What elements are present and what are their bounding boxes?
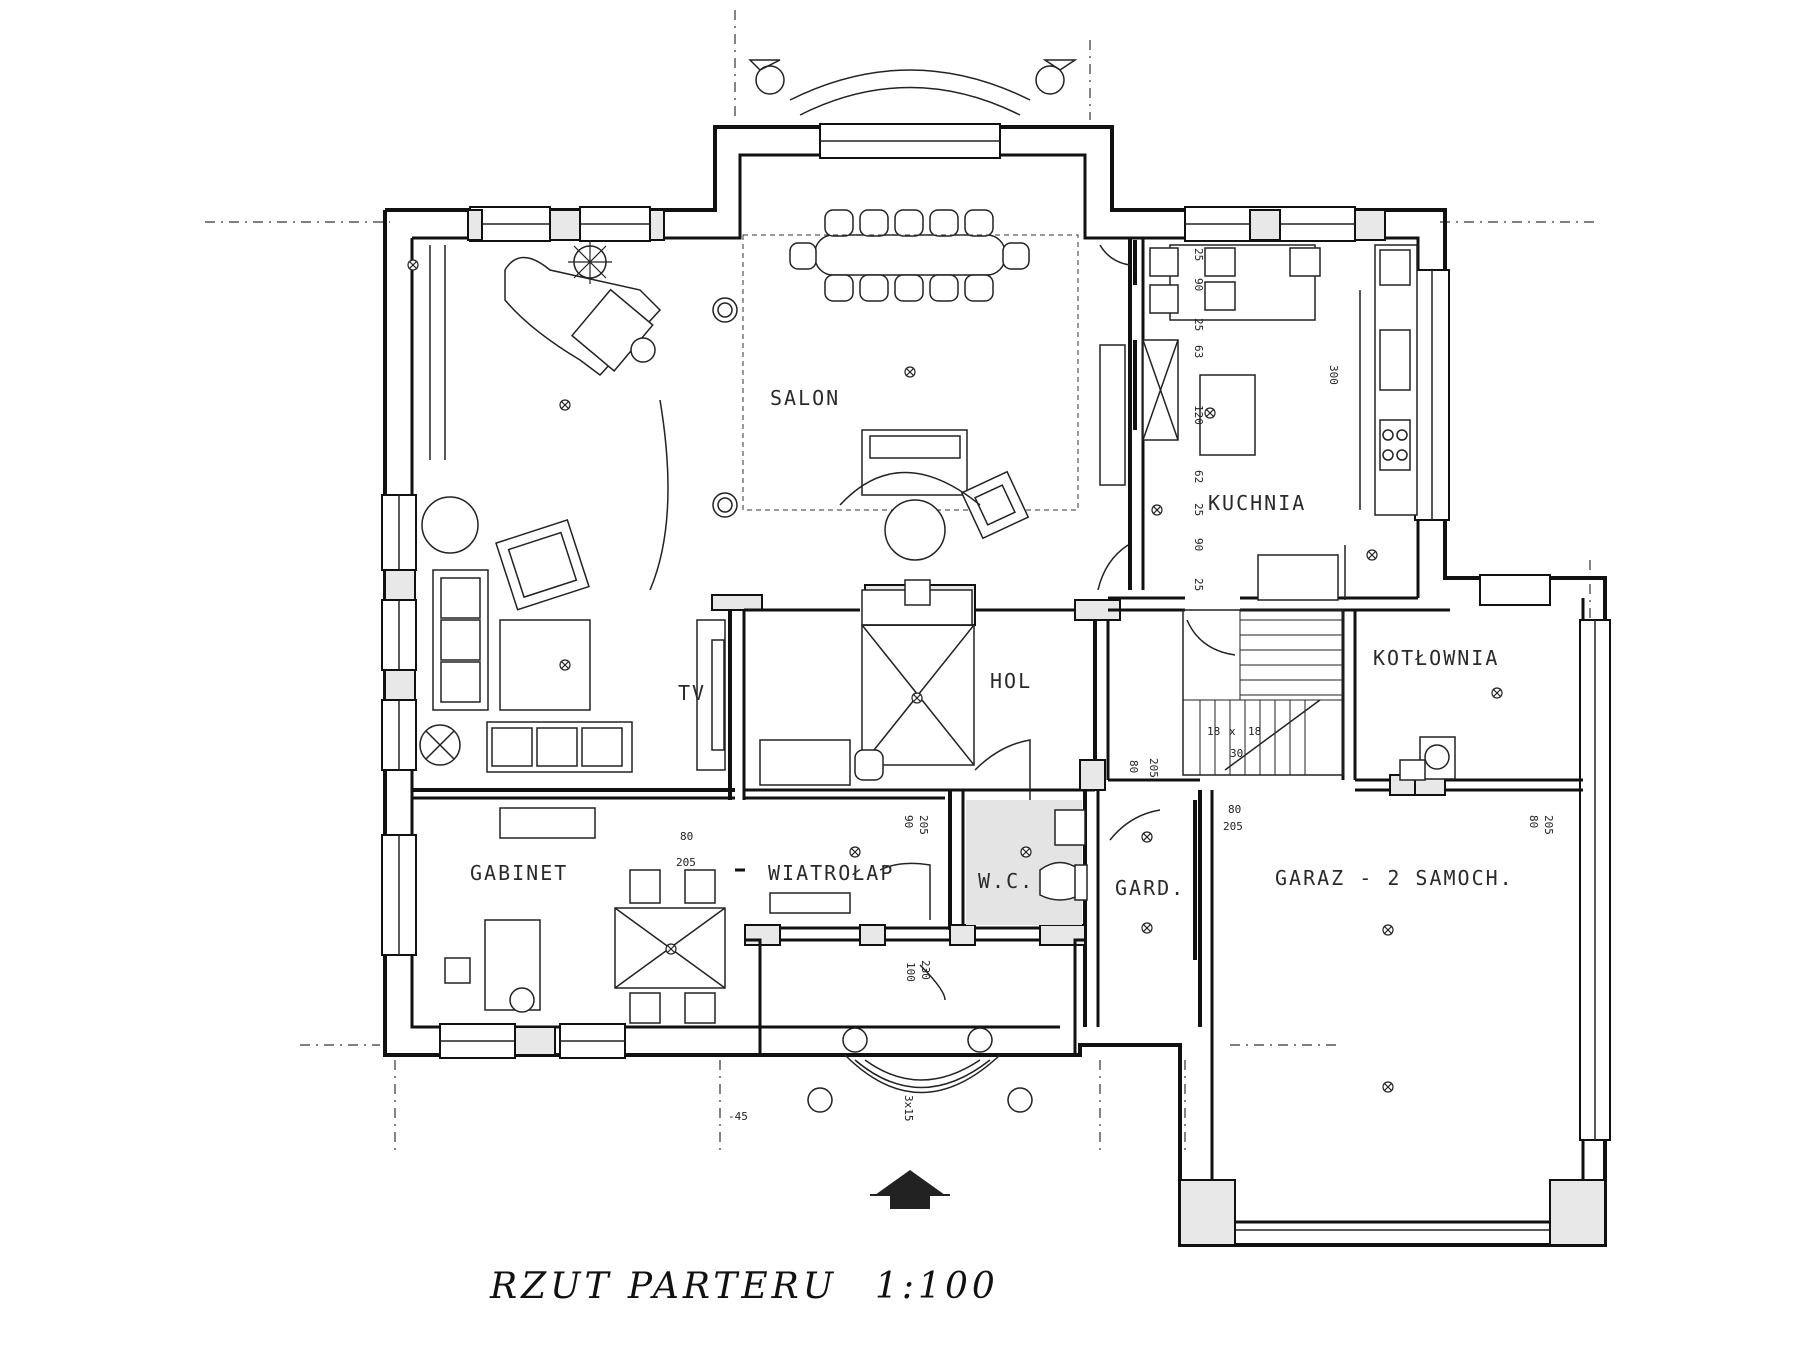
dim-k5: 120 [1192, 405, 1205, 425]
outer-walls [383, 125, 1607, 1247]
dim-counter: 300 [1327, 365, 1340, 385]
dim-d45: -45 [728, 1110, 748, 1123]
dim-d90b: 90 [902, 815, 915, 828]
dim-stairs-a: 18 [1207, 725, 1220, 738]
room-label-kuchnia: KUCHNIA [1208, 491, 1306, 515]
room-label-kotlownia: KOTŁOWNIA [1373, 646, 1499, 670]
rear-steps [748, 59, 1078, 116]
pillars [384, 209, 1446, 1056]
office-furniture [444, 807, 726, 1024]
dim-k1: 25 [1192, 248, 1205, 261]
front-steps [807, 1027, 1033, 1113]
dim-k4: 63 [1192, 345, 1205, 358]
dim-k8: 90 [1192, 538, 1205, 551]
room-label-gard: GARD. [1115, 876, 1185, 900]
room-label-wiatrolap: WIATROŁAP [768, 861, 894, 885]
light-markers [407, 259, 1503, 1093]
room-label-hol: HOL [990, 669, 1032, 693]
hol-furniture [759, 579, 1031, 800]
dim-d80e: 80 [1527, 815, 1540, 828]
dim-d80d: 80 [1228, 803, 1241, 816]
dim-d80a: 80 [680, 830, 693, 843]
drawing-scale: 1:100 [875, 1266, 999, 1307]
dim-d100: 100 [904, 962, 917, 982]
dim-d3x15: 3x15 [902, 1095, 915, 1122]
drawing-title: RZUT PARTERU [489, 1266, 837, 1307]
salon-furniture [712, 297, 1030, 561]
dim-stairs-b: 18 [1248, 725, 1261, 738]
label-tv: TV [678, 681, 706, 705]
room-label-wc: W.C. [978, 869, 1034, 893]
boiler-room-furniture [1399, 736, 1456, 781]
dim-k9: 25 [1192, 578, 1205, 591]
staircase [1182, 609, 1344, 776]
vestibule-furniture [769, 800, 1202, 1001]
room-label-garaz: GARAZ - 2 SAMOCH. [1275, 866, 1514, 890]
dim-d205d: 205 [1223, 820, 1243, 833]
kitchen-dimensions: 25 90 25 63 120 62 25 90 25 300 [1192, 248, 1340, 591]
dim-k2: 90 [1192, 278, 1205, 291]
living-furniture [419, 240, 726, 773]
room-label-gabinet: GABINET [470, 861, 568, 885]
dim-d205c: 205 [1147, 758, 1160, 778]
axis-lines [205, 10, 1600, 1150]
room-label-salon: SALON [770, 386, 840, 410]
dim-stairs-x: x [1229, 725, 1236, 738]
dim-d205a: 205 [676, 856, 696, 869]
dim-k6: 62 [1192, 470, 1205, 483]
kitchen-furniture [1097, 240, 1418, 601]
dim-k3: 25 [1192, 318, 1205, 331]
wc-furniture [1039, 809, 1088, 901]
entrance-arrow-icon [870, 1170, 950, 1209]
dim-d205e: 205 [1542, 815, 1555, 835]
dim-stairs-c: 30 [1230, 747, 1243, 760]
dim-d230: 230 [919, 960, 932, 980]
dim-k7: 25 [1192, 503, 1205, 516]
dim-d205b: 205 [917, 815, 930, 835]
dim-d80c: 80 [1127, 760, 1140, 773]
dining-table [789, 209, 1030, 302]
